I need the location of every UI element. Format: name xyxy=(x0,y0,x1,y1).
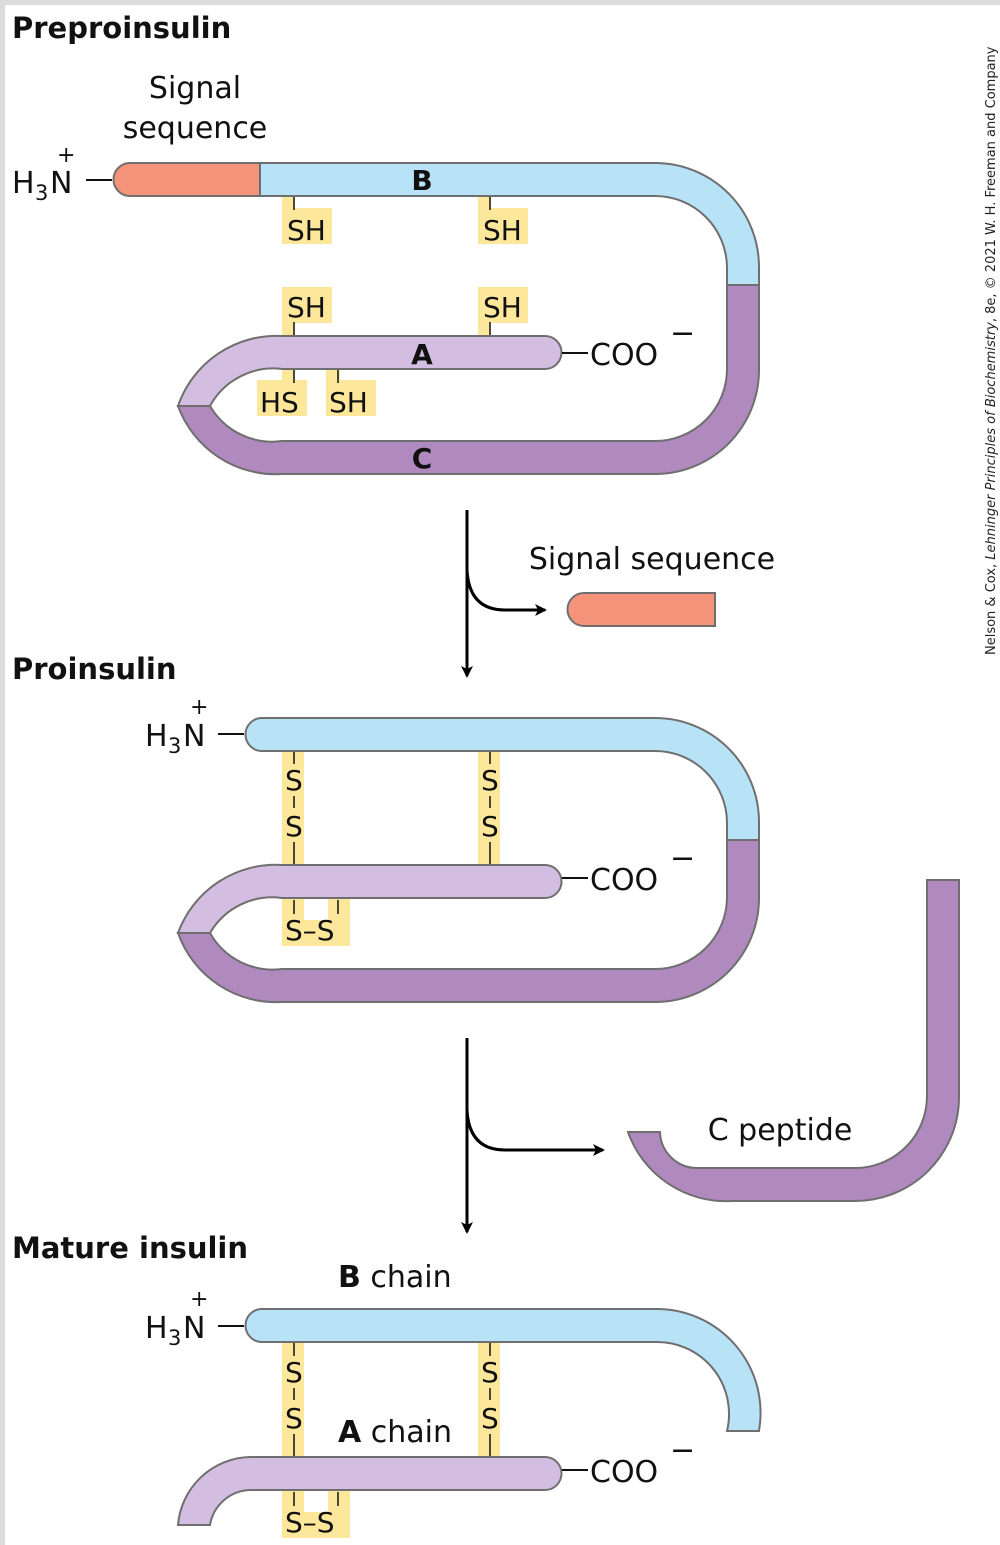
n-terminus-subscript: 3 xyxy=(168,1326,181,1350)
sulfur-atom: S xyxy=(481,764,499,797)
sh-group: SH xyxy=(483,214,522,247)
chain-label-b: B xyxy=(411,164,432,197)
b-chain-proinsulin xyxy=(244,717,760,841)
credit-authors: Nelson & Cox, xyxy=(984,560,999,655)
sh-group: SH xyxy=(329,386,368,419)
n-terminus-h: H xyxy=(145,719,168,754)
c-terminus-charge: − xyxy=(670,841,695,876)
n-terminus-h: H xyxy=(145,1311,168,1346)
credit-edition: , 8e, © 2021 W. H. Freeman and Company xyxy=(984,46,999,322)
b-chain-label-word: chain xyxy=(361,1260,452,1295)
a-chain-preproinsulin xyxy=(176,334,563,407)
processing-arrow-2 xyxy=(461,1038,605,1234)
n-terminus-n: N xyxy=(50,166,72,201)
sulfur-atom: S xyxy=(285,1402,303,1435)
insulin-processing-diagram: Preproinsulin Signal sequence H 3 N + B … xyxy=(5,5,1000,1545)
sh-group: SH xyxy=(287,214,326,247)
n-terminus-subscript: 3 xyxy=(35,181,48,205)
signal-sequence-label-line2: sequence xyxy=(123,111,268,146)
diagram-svg: Preproinsulin Signal sequence H 3 N + B … xyxy=(12,11,999,1539)
a-chain-mature xyxy=(176,1456,563,1526)
n-terminus-n: N xyxy=(183,1311,205,1346)
sulfur-atom: S xyxy=(481,1402,499,1435)
intrachain-disulfide: S–S xyxy=(285,1506,335,1539)
b-chain-preproinsulin xyxy=(259,162,760,286)
title-preproinsulin: Preproinsulin xyxy=(12,11,231,45)
title-mature-insulin: Mature insulin xyxy=(12,1231,248,1265)
n-terminus-mature: H 3 N + xyxy=(145,1287,244,1350)
disulfide-bonds-proinsulin: S S S S S–S xyxy=(285,752,499,947)
released-signal-sequence xyxy=(566,592,716,627)
c-terminus-charge: − xyxy=(670,1433,695,1468)
sh-group: SH xyxy=(483,291,522,324)
sh-highlights-preproinsulin xyxy=(257,196,528,416)
c-terminus-proinsulin: COO − xyxy=(562,841,695,898)
n-terminus-charge: + xyxy=(57,143,75,168)
n-terminus-preproinsulin: H 3 N + xyxy=(12,143,112,205)
released-signal-sequence-label: Signal sequence xyxy=(529,542,775,577)
n-terminus-h: H xyxy=(12,166,35,201)
signal-sequence-label-line1: Signal xyxy=(149,71,241,106)
a-chain-proinsulin xyxy=(176,863,563,934)
copyright-credit: Nelson & Cox, Lehninger Principles of Bi… xyxy=(984,46,999,655)
intrachain-disulfide: S–S xyxy=(285,914,335,947)
n-terminus-charge: + xyxy=(190,1287,208,1312)
processing-arrow-1 xyxy=(461,510,547,678)
a-chain-label-letter: A xyxy=(338,1415,362,1450)
c-peptide-proinsulin xyxy=(176,839,760,1004)
a-chain-label: A chain xyxy=(338,1415,452,1450)
chain-label-a: A xyxy=(411,338,433,371)
a-chain-label-word: chain xyxy=(361,1415,452,1450)
b-chain-label-letter: B xyxy=(338,1260,361,1295)
c-peptide-label: C peptide xyxy=(708,1113,853,1148)
sulfur-atom: S xyxy=(481,810,499,843)
sulfur-atom: S xyxy=(285,764,303,797)
sulfur-atom: S xyxy=(481,1356,499,1389)
b-chain-mature xyxy=(244,1307,762,1432)
c-peptide-preproinsulin xyxy=(176,284,760,476)
c-terminus-mature: COO − xyxy=(562,1433,695,1490)
chain-label-c: C xyxy=(412,442,433,475)
disulfide-bonds-mature: S S S S S–S xyxy=(285,1343,499,1539)
n-terminus-n: N xyxy=(183,719,205,754)
sh-groups-preproinsulin: SH SH SH SH HS SH xyxy=(260,197,522,419)
sulfur-atom: S xyxy=(285,810,303,843)
c-terminus-coo: COO xyxy=(590,338,658,373)
credit-book-title: Lehninger Principles of Biochemistry xyxy=(984,322,999,560)
sulfur-atom: S xyxy=(285,1356,303,1389)
n-terminus-charge: + xyxy=(190,695,208,720)
signal-sequence-preproinsulin xyxy=(112,162,261,197)
b-chain-label: B chain xyxy=(338,1260,452,1295)
c-terminus-preproinsulin: COO − xyxy=(562,316,695,373)
n-terminus-subscript: 3 xyxy=(168,734,181,758)
c-terminus-charge: − xyxy=(670,316,695,351)
n-terminus-proinsulin: H 3 N + xyxy=(145,695,244,758)
sh-group: HS xyxy=(260,386,299,419)
c-terminus-coo: COO xyxy=(590,1455,658,1490)
title-proinsulin: Proinsulin xyxy=(12,652,177,686)
released-c-peptide xyxy=(626,879,960,1203)
c-terminus-coo: COO xyxy=(590,863,658,898)
sh-group: SH xyxy=(287,291,326,324)
